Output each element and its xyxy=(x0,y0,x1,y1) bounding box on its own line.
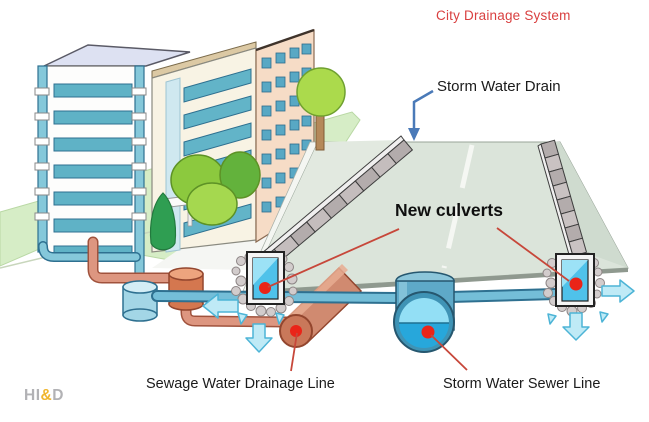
watermark-d: D xyxy=(52,387,64,404)
culvert-right-marker-dot xyxy=(569,277,583,291)
blue-pipe xyxy=(39,242,140,261)
flow-droplet xyxy=(237,312,248,325)
conifer-tree xyxy=(149,192,177,251)
storm-drain-strip-right xyxy=(537,139,588,259)
annotations xyxy=(267,89,570,372)
storm-sewer-pipe xyxy=(393,271,455,353)
tree-crown xyxy=(296,67,346,117)
storm-drain-pointer-line xyxy=(412,89,434,131)
culvert-right xyxy=(542,252,605,317)
flow-arrows xyxy=(202,279,635,353)
label-new-culverts: New culverts xyxy=(395,200,503,220)
flow-droplet xyxy=(599,311,609,323)
culvert-left-marker-dot xyxy=(259,282,271,294)
red-leader-lines xyxy=(267,227,570,372)
label-sewage-water-drainage-line: Sewage Water Drainage Line xyxy=(146,376,335,392)
leader-new-culverts-right xyxy=(496,227,570,282)
sewage-pipe-marker-dot xyxy=(290,325,302,337)
building-left-roof xyxy=(43,44,191,67)
building-downpipes xyxy=(34,65,147,291)
leader-sewage-line xyxy=(290,332,298,372)
flow-arrow-left xyxy=(202,293,239,319)
watermark-amp: & xyxy=(40,387,53,404)
street-tree xyxy=(296,67,346,151)
leader-storm-sewer-line xyxy=(430,334,468,371)
flow-arrow-down-left-culvert xyxy=(245,323,273,353)
vegetation xyxy=(149,67,346,251)
culvert-left xyxy=(231,251,298,317)
road-center-line xyxy=(441,144,475,269)
diagram-title: City Drainage System xyxy=(436,8,571,23)
gravel-left xyxy=(231,252,298,317)
bushes xyxy=(170,151,261,226)
sewage-pipe-face xyxy=(279,314,313,348)
flow-arrow-down-right-culvert xyxy=(562,312,590,341)
leader-new-culverts-left xyxy=(267,228,400,288)
storm-connector-pipe xyxy=(151,288,562,304)
label-storm-water-sewer-line: Storm Water Sewer Line xyxy=(443,376,601,392)
label-storm-water-drain: Storm Water Drain xyxy=(437,78,561,95)
flow-droplet xyxy=(275,312,285,325)
flow-droplet xyxy=(547,313,557,325)
sewage-pipe xyxy=(89,238,176,282)
storm-drain-pointer-arrowhead xyxy=(408,128,420,141)
pipe-air-space xyxy=(399,298,449,323)
watermark: HI&D xyxy=(24,387,64,405)
watermark-hi: HI xyxy=(24,387,41,404)
flow-arrow-right xyxy=(601,279,635,303)
pipe-network xyxy=(38,236,562,328)
manhole-blue xyxy=(122,280,158,322)
manhole-orange xyxy=(168,267,204,311)
